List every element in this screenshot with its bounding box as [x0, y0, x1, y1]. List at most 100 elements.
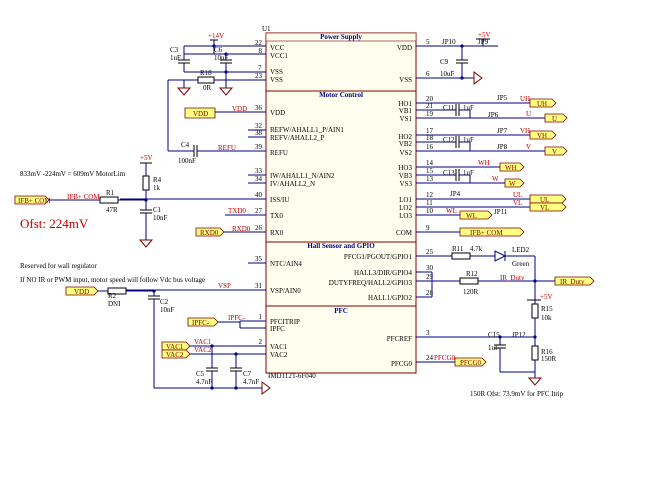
note-motorlim: 833mV -224mV = 609mV MotorLim — [20, 170, 126, 178]
pin-num-16: 16 — [426, 143, 434, 151]
pin-num-35: 35 — [255, 255, 263, 263]
net-5v-b: +5V — [478, 31, 491, 39]
r18-val: 0R — [203, 84, 212, 92]
pin-num-32: 32 — [255, 122, 263, 130]
c9-ref: C9 — [440, 58, 449, 66]
pin-ntc: NTC/AIN4 — [270, 260, 302, 268]
pin-num-6: 6 — [426, 70, 430, 78]
net-wl: WL — [446, 207, 457, 215]
net-14v: +14V — [208, 32, 224, 40]
pin-num-19: 19 — [426, 110, 434, 118]
pin-vss-23: VSS — [270, 76, 283, 84]
vsp-network: VDD R2 DNI VSP C2 10nF — [65, 282, 271, 395]
pin-vs3: VS3 — [400, 180, 413, 188]
section-pfc: PFC — [334, 307, 348, 315]
pin-num-21: 21 — [426, 102, 434, 110]
pin-vcc: VCC — [270, 44, 285, 52]
c13-ref: C13 — [443, 169, 455, 177]
c13-val: 1uF — [463, 169, 474, 177]
jp8: JP8 — [497, 143, 508, 151]
flag-wl — [459, 210, 493, 220]
pin-iw: IW/AHALL1_N/AIN2 — [270, 172, 335, 180]
pin-num-30: 30 — [426, 264, 434, 272]
r11-val: 4.7k — [470, 245, 483, 253]
c4-val: 100nF — [178, 157, 196, 165]
pin-vss-7: VSS — [270, 68, 283, 76]
pin-num-5: 5 — [426, 38, 430, 46]
flag-vac1-label: VAC1 — [166, 343, 184, 351]
flag-ul — [529, 194, 567, 204]
net-pfcg0: PFCG0 — [434, 354, 456, 362]
section-power-supply: Power Supply — [320, 33, 362, 41]
pin-pfcref: PFCREF — [387, 335, 412, 343]
pin-vcc1: VCC1 — [270, 52, 288, 60]
flag-vl-label: VL — [540, 204, 549, 212]
r12-val: 120R — [463, 288, 479, 296]
pin-num-26: 26 — [255, 224, 263, 232]
flag-wh-label: WH — [505, 164, 517, 172]
pin-vsp: VSP/AIN0 — [270, 287, 301, 295]
c6-val: 10uF — [214, 54, 229, 62]
pin-num-10: 10 — [426, 207, 434, 215]
net-vac2: VAC2 — [194, 346, 212, 354]
pin-num-1: 1 — [259, 313, 263, 321]
pin-lo3: LO3 — [399, 212, 412, 220]
net-vdd: VDD — [232, 105, 247, 113]
net-u: U — [526, 110, 531, 118]
pin-rx0: RX0 — [270, 229, 284, 237]
pin-refu: REFU — [270, 149, 288, 157]
jp4: JP4 — [450, 190, 461, 198]
pin-num-7: 7 — [258, 64, 262, 72]
pin-gpio3: DUTYFREQ/HALL2/GPIO3 — [329, 279, 413, 287]
gpio-network: R11 4.7k LED2 Green R12 120R IR_Duty IR_… — [431, 245, 595, 330]
jp7: JP7 — [497, 127, 508, 135]
pin-vs2: VS2 — [400, 149, 413, 157]
pin-gpio4: HALL3/DIR/GPIO4 — [354, 269, 412, 277]
vdd-supply-right: JP10 JP9 +5V C9 10uF — [440, 31, 498, 85]
pin-num-13: 13 — [426, 175, 434, 183]
pin-lo2: LO2 — [399, 204, 412, 212]
r4-ref: R4 — [153, 176, 162, 184]
jp11: JP11 — [494, 208, 508, 216]
r16-val: 150R — [541, 355, 557, 363]
pin-gpio1: PFCG1/PGOUT/GPIO1 — [344, 253, 413, 261]
r18-ref: R18 — [200, 69, 212, 77]
pin-num-11: 11 — [426, 199, 433, 207]
flag-ipfc-label: IPFC- — [192, 319, 210, 327]
gate-drive-outputs: C11 1uF JP5 JP6 UH U UH U C12 1uF JP7 JP… — [440, 94, 568, 237]
jp6: JP6 — [488, 111, 499, 119]
jp5: JP5 — [497, 94, 508, 102]
r11-ref: R11 — [452, 245, 464, 253]
flag-ir-duty — [554, 276, 595, 286]
flag-v-label: V — [552, 148, 557, 156]
pin-vss-6: VSS — [399, 76, 412, 84]
r2-val: DNI — [108, 300, 121, 308]
pin-num-12: 12 — [426, 191, 434, 199]
pin-num-17: 17 — [426, 127, 434, 135]
pin-vb2: VB2 — [399, 140, 413, 148]
net-uh: UH — [520, 95, 530, 103]
pin-pfcg0: PFCG0 — [391, 360, 413, 368]
flag-w-label: W — [509, 180, 516, 188]
c7-val: 4.7nF — [243, 378, 259, 386]
r12-ref: R12 — [466, 270, 478, 278]
pin-iv: IV/AHALL2_N — [270, 180, 315, 188]
net-wh: WH — [478, 159, 490, 167]
flag-vac2 — [161, 349, 191, 359]
c11-val: 1uF — [463, 104, 474, 112]
pin-num-22: 22 — [255, 39, 263, 47]
pin-num-34: 34 — [255, 175, 263, 183]
r2-ref: R2 — [108, 292, 117, 300]
pin-ho2: HO2 — [398, 133, 412, 141]
pin-num-3: 3 — [426, 329, 430, 337]
flag-ifb-com-left-label: IFB+ COM — [18, 197, 51, 205]
net-refu: REFU — [218, 144, 236, 152]
flag-vh — [529, 130, 557, 140]
note-reserved: Reserved for wall regulator — [20, 262, 97, 270]
flag-ipfc — [187, 317, 219, 327]
pin-ipfc: IPFC — [270, 325, 285, 333]
pin-num-2: 2 — [259, 338, 263, 346]
net-5v-c: +5V — [540, 293, 553, 301]
pin-num-38: 38 — [255, 129, 263, 137]
pin-num-18: 18 — [426, 134, 434, 142]
